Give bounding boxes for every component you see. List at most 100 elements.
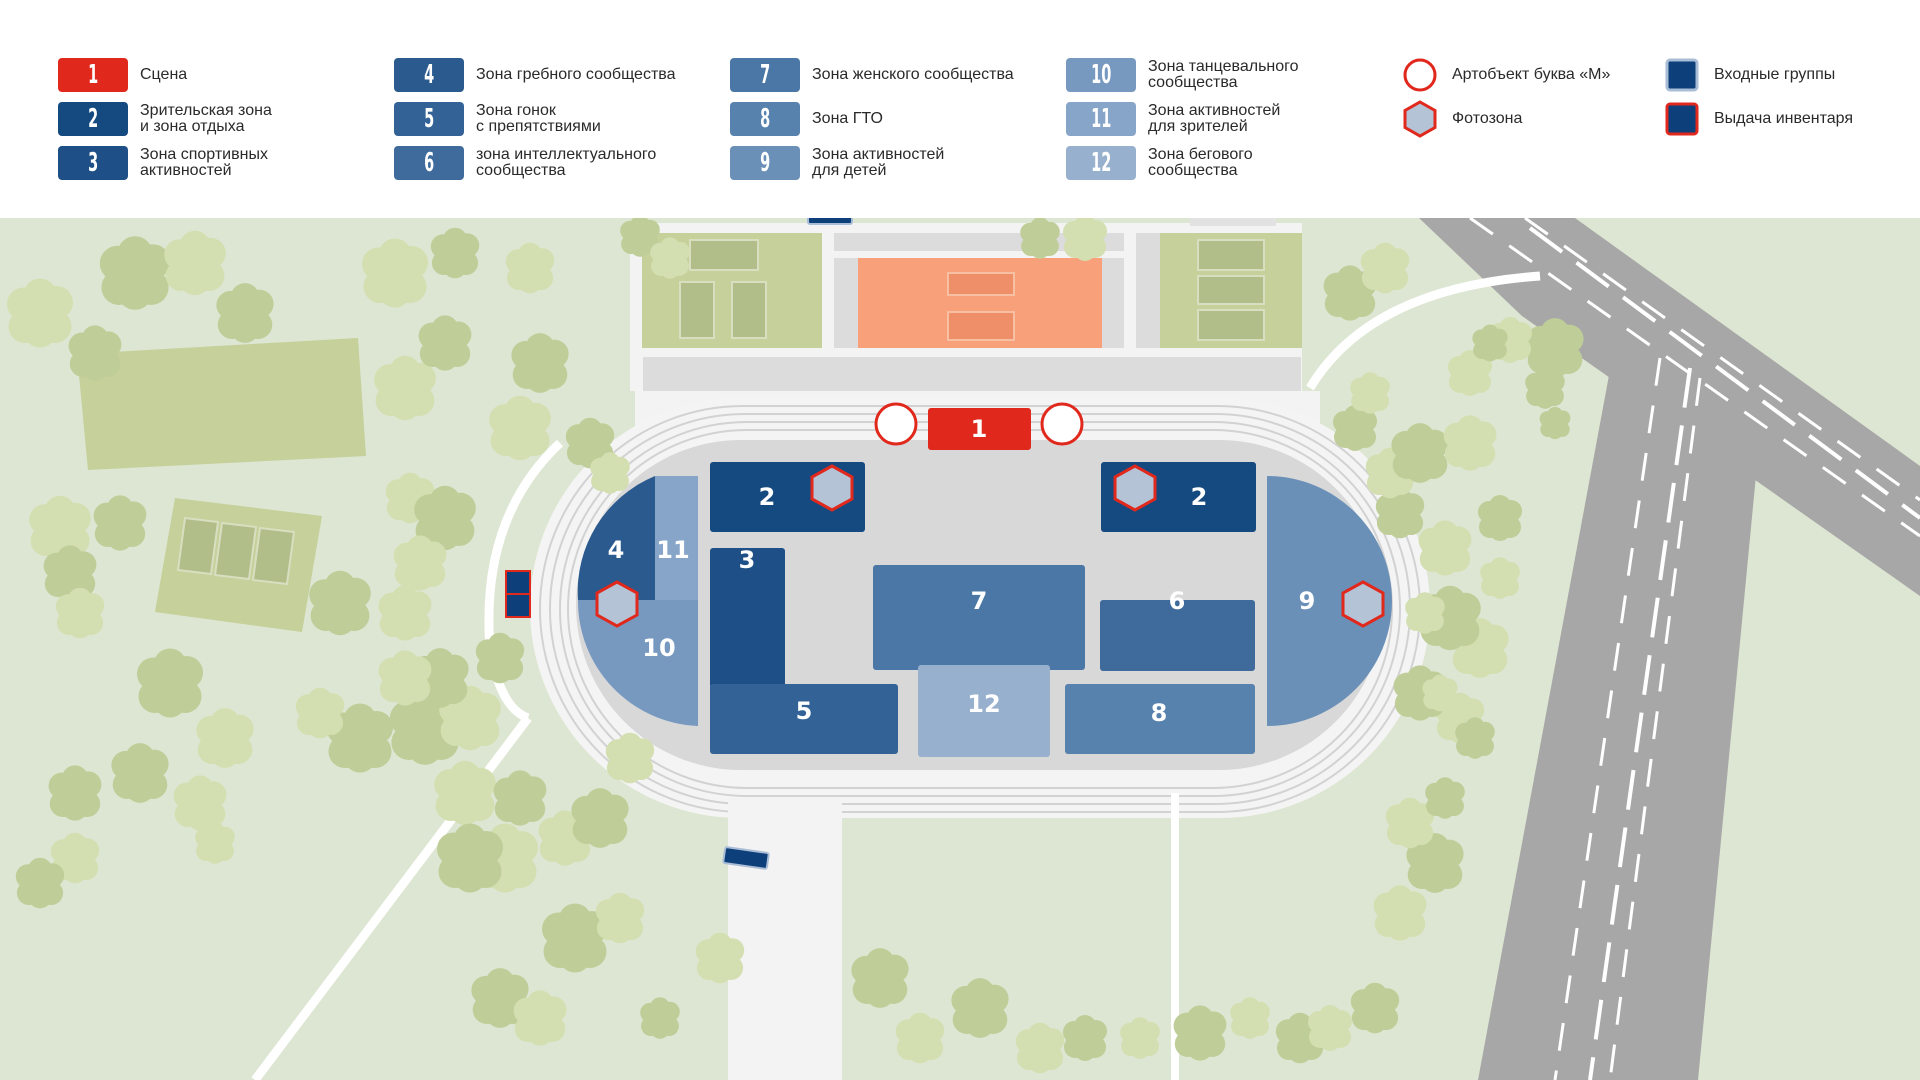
zone-intellect-6[interactable]: [1100, 600, 1255, 671]
zone-obstacle-5[interactable]: [710, 684, 898, 754]
entrance-south[interactable]: [722, 846, 770, 870]
label-obstacle: 5: [796, 697, 813, 725]
label-stage: 1: [971, 415, 988, 443]
tree-canopy: [430, 227, 480, 279]
legend-item-spectator: 2 Зрительская зона и зона отдыха: [58, 99, 272, 139]
tree-canopy: [15, 857, 65, 909]
art-object-m-right[interactable]: [1040, 402, 1084, 446]
tree-canopy: [1391, 423, 1449, 483]
photo-zone-3[interactable]: [595, 580, 639, 628]
tree-canopy: [542, 903, 608, 973]
tree-canopy: [1230, 997, 1270, 1039]
tree-canopy: [1063, 218, 1107, 261]
tree-canopy: [1063, 1015, 1107, 1061]
legend-item-viewer-activity: 11 Зона активностей для зрителей: [1066, 99, 1280, 139]
zone-rowing-4[interactable]: [577, 476, 655, 600]
tree-canopy: [378, 585, 432, 641]
zone-running-12[interactable]: [918, 665, 1050, 757]
tree-canopy: [1480, 557, 1520, 599]
tree-canopy: [137, 648, 203, 718]
legend-label-inventory: Выдача инвентаря: [1714, 110, 1853, 127]
tree-canopy: [7, 278, 73, 348]
zone-women-7[interactable]: [873, 565, 1085, 670]
photo-zone-2[interactable]: [1113, 464, 1157, 512]
zone-sports-3[interactable]: [710, 548, 785, 688]
tree-canopy: [1478, 495, 1522, 541]
photo-zone-1[interactable]: [810, 464, 854, 512]
stage-1[interactable]: [928, 408, 1031, 450]
legend-item-intellect: 6 зона интеллектуального сообщества: [394, 143, 656, 183]
zone-gto-8[interactable]: [1065, 684, 1255, 754]
zone-dance-10[interactable]: [577, 600, 698, 726]
legend-label-4: Зона гребного сообщества: [476, 66, 676, 83]
label-spectator-right: 2: [1191, 483, 1208, 511]
legend-badge-11: 11: [1066, 102, 1136, 136]
tree-canopy: [327, 703, 393, 773]
legend-item-sports: 3 Зона спортивных активностей: [58, 143, 268, 183]
tree-canopy: [55, 587, 105, 639]
tree-canopy: [434, 760, 496, 826]
inventory-square-icon: [1662, 99, 1702, 139]
legend-label-11: Зона активностей для зрителей: [1148, 102, 1281, 135]
legend-label-7: Зона женского сообщества: [812, 66, 1014, 83]
trees: [7, 218, 1584, 1074]
legend-item-photo-zone: Фотозона: [1400, 99, 1522, 139]
photo-zone-4[interactable]: [1341, 580, 1385, 628]
tree-canopy: [640, 997, 680, 1039]
zone-kids-9[interactable]: [1267, 476, 1392, 726]
photo-zone-hexagon-icon: [1400, 99, 1440, 139]
tree-canopy: [1472, 324, 1508, 362]
legend-item-entrance: Входные группы: [1662, 55, 1835, 95]
inventory-points-left: [505, 570, 531, 618]
tree-canopy: [164, 230, 226, 296]
tree-canopy: [29, 495, 91, 561]
tree-canopy: [475, 632, 525, 684]
legend-label-entrance: Входные группы: [1714, 66, 1836, 83]
label-rowing: 4: [608, 536, 625, 564]
legend-label-photo-zone: Фотозона: [1452, 110, 1523, 127]
legend-badge-9: 9: [730, 146, 800, 180]
legend-label-art-object: Артобъект буква «М»: [1452, 66, 1611, 83]
label-intellect: 6: [1169, 587, 1186, 615]
tree-canopy: [1448, 350, 1492, 396]
tree-canopy: [362, 238, 428, 308]
tree-canopy: [50, 832, 100, 884]
zone-viewer-activity-11[interactable]: [655, 476, 698, 600]
label-kids: 9: [1299, 587, 1316, 615]
tree-canopy: [1525, 367, 1565, 409]
tree-canopy: [196, 708, 254, 768]
tree-canopy: [378, 650, 432, 706]
tree-canopy: [111, 743, 169, 803]
tree-canopy: [99, 236, 171, 310]
legend-badge-1: 1: [58, 58, 128, 92]
tree-canopy: [1539, 406, 1571, 440]
tree-canopy: [437, 823, 503, 893]
left-tennis-courts: [155, 498, 322, 632]
legend-label-9: Зона активностей для детей: [812, 146, 945, 179]
tree-canopy: [295, 687, 345, 739]
tree-canopy: [374, 355, 436, 421]
tree-canopy: [216, 283, 274, 343]
art-object-m-left[interactable]: [874, 402, 918, 446]
tree-canopy: [1350, 982, 1400, 1034]
tree-canopy: [48, 765, 102, 821]
legend-item-rowing: 4 Зона гребного сообщества: [394, 55, 676, 95]
stadium-map: 1 2 2 3 4 5 6 7 8 9 10 11 12: [0, 218, 1920, 1080]
legend-item-obstacle: 5 Зона гонок с препятствиями: [394, 99, 601, 139]
label-women: 7: [971, 587, 988, 615]
legend-badge-3: 3: [58, 146, 128, 180]
legend-label-2: Зрительская зона и зона отдыха: [140, 102, 272, 135]
tree-canopy: [1406, 833, 1464, 893]
legend-badge-8: 8: [730, 102, 800, 136]
entrance-north[interactable]: [807, 218, 853, 225]
tree-canopy: [173, 775, 227, 831]
entrance-square-icon: [1662, 55, 1702, 95]
tree-canopy: [1333, 405, 1377, 451]
tree-canopy: [1360, 242, 1410, 294]
legend-badge-5: 5: [394, 102, 464, 136]
tree-canopy: [489, 395, 551, 461]
north-complex: [630, 218, 1320, 431]
legend-item-running: 12 Зона бегового сообщества: [1066, 143, 1253, 183]
tree-canopy: [620, 218, 660, 257]
tree-canopy: [1443, 415, 1497, 471]
